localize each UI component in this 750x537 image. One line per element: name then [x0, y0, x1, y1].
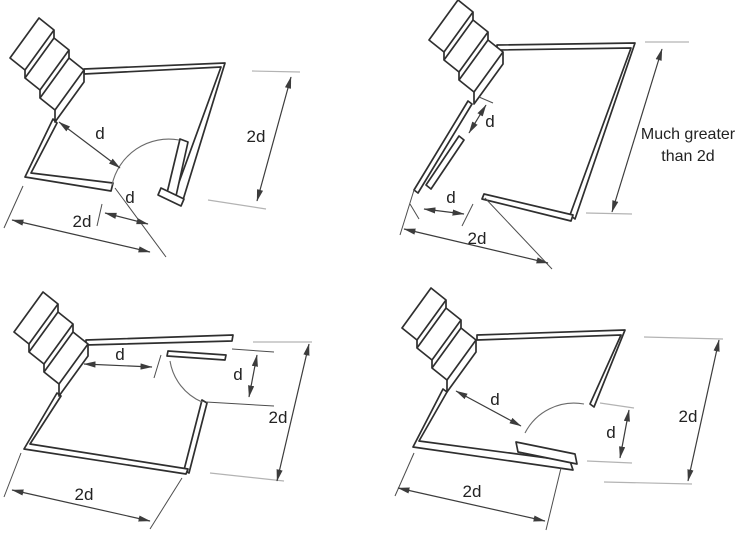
extension-line	[207, 199, 267, 210]
dimension-door-opening: d	[606, 409, 630, 459]
dimension-line	[104, 212, 149, 225]
diagram-sliding-door-top-right: d d 2d Much greater than 2d	[399, 0, 736, 270]
dimension-landing-width: 2d	[11, 212, 151, 253]
dimension-label: d	[95, 124, 104, 143]
landing-left-wall	[413, 100, 473, 194]
landing-top-right-wall	[476, 329, 626, 408]
stairs	[401, 287, 477, 393]
dimension-label: d	[115, 345, 124, 364]
door-leaf	[515, 441, 578, 465]
dimension-landing-width: 2d	[403, 228, 549, 264]
dimension-door-opening: d	[233, 354, 258, 398]
stairs	[428, 0, 504, 105]
stairs	[9, 17, 85, 123]
landing-top-right-wall	[83, 62, 226, 201]
extension-line	[585, 212, 633, 215]
extension-line	[409, 203, 420, 220]
dimension-line	[256, 76, 292, 202]
extension-line	[399, 189, 415, 236]
diagram-far-door-bottom-left: d d 2d 2d	[3, 291, 312, 530]
extension-line	[599, 402, 635, 409]
extension-line	[96, 203, 103, 227]
dimension-line	[687, 339, 720, 482]
extension-line	[209, 472, 285, 482]
extension-line	[3, 185, 24, 229]
dimension-label: 2d	[269, 408, 288, 427]
dimension-label: 2d	[463, 482, 482, 501]
dimension-landing-depth: 2d	[269, 343, 310, 482]
dimension-landing-depth: 2d	[247, 76, 292, 202]
extension-line	[153, 354, 162, 379]
dimension-line	[455, 390, 522, 427]
extension-line	[3, 452, 22, 498]
dimension-label: 2d	[247, 127, 266, 146]
dimension-label: d	[125, 188, 134, 207]
landing-top-right-wall	[496, 42, 636, 220]
dimension-label: d	[446, 188, 455, 207]
landing-right-wall	[183, 399, 208, 474]
dimension-label: d	[490, 390, 499, 409]
extension-line	[149, 477, 183, 530]
dimension-line	[276, 343, 310, 482]
dimension-door-opening: d	[104, 188, 149, 225]
extension-line	[231, 348, 275, 353]
dimension-landing-depth: 2d	[679, 339, 720, 482]
dimension-line	[11, 219, 151, 253]
extension-line	[545, 467, 562, 531]
extension-line	[586, 460, 633, 464]
dimension-line	[58, 121, 121, 169]
dimension-line	[611, 48, 663, 213]
extension-line	[461, 203, 474, 227]
dimension-line	[11, 489, 151, 522]
extension-line	[603, 481, 693, 485]
dimension-landing-width: 2d	[11, 485, 151, 522]
dimension-clearance-radius: d	[58, 121, 121, 169]
dimension-clearance-radius: d	[455, 390, 522, 427]
dimension-label: 2d	[75, 485, 94, 504]
dimension-line	[403, 228, 549, 264]
extension-line	[205, 401, 275, 407]
dimension-line	[248, 354, 258, 398]
landing-top-wall	[85, 334, 234, 346]
depth-note-line2: than 2d	[661, 148, 714, 165]
door-leaf	[166, 350, 227, 361]
dimension-door-travel: d	[468, 104, 495, 134]
diagram-hinged-door-top-left: d d 2d 2d	[3, 17, 301, 258]
dimension-label: d	[233, 365, 242, 384]
dimension-line	[397, 487, 546, 522]
extension-line	[643, 336, 724, 340]
door-leaf	[425, 135, 465, 190]
dimension-label: 2d	[73, 212, 92, 231]
extension-line	[478, 96, 494, 104]
dimension-line	[468, 104, 487, 134]
stairs	[13, 291, 89, 397]
dimension-label: 2d	[468, 229, 487, 248]
extension-line	[251, 70, 301, 73]
dimension-door-distance: d	[83, 345, 153, 370]
dimension-line	[83, 361, 153, 370]
dimension-landing-depth-note: Much greater than 2d	[611, 48, 736, 213]
door-swing-arc	[169, 360, 203, 403]
dimension-line	[619, 409, 630, 459]
door-leaf-foot	[157, 187, 185, 207]
dimension-label: 2d	[679, 407, 698, 426]
door-swing-arc	[111, 138, 180, 186]
dimension-landing-width: 2d	[397, 482, 546, 522]
landing-bottom-wall	[481, 193, 574, 222]
door-swing-arc	[524, 402, 585, 434]
diagram-sliding-door-bottom-right: d d 2d 2d	[394, 287, 724, 531]
dimension-label: d	[485, 112, 494, 131]
dimension-door-opening: d	[423, 188, 465, 216]
dimension-label: d	[606, 423, 615, 442]
depth-note-line1: Much greater	[641, 126, 736, 143]
dimension-line	[423, 207, 465, 216]
landing-left-bottom-wall	[23, 392, 189, 475]
